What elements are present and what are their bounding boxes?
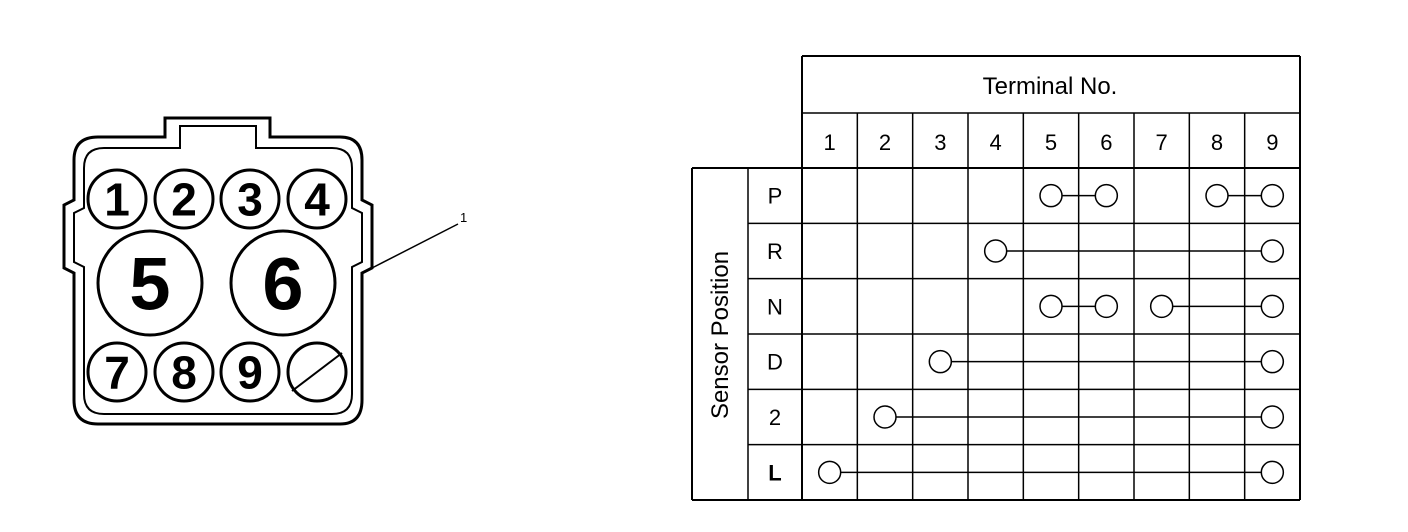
continuity-row (817, 460, 1285, 485)
pin-number: 4 (304, 174, 330, 226)
pin-number: 6 (262, 243, 303, 326)
sensor-position-label: Sensor Position (707, 251, 734, 419)
pin-circle (86, 168, 148, 230)
continuity-circle (1260, 405, 1285, 429)
pin-blank (286, 341, 348, 403)
continuity-row (1039, 294, 1285, 319)
pin-number: 2 (171, 174, 197, 226)
pin-circle (153, 341, 215, 403)
pin-5: 5 (96, 229, 204, 337)
continuity-marks (817, 183, 1285, 485)
pin-circle (96, 229, 204, 337)
terminal-number: 9 (1266, 130, 1278, 155)
continuity-circle (873, 405, 897, 429)
position-label: D (767, 350, 783, 375)
pin-7: 7 (86, 341, 148, 403)
terminal-number: 6 (1100, 130, 1112, 155)
pin-number: 8 (171, 347, 197, 399)
pin-number: 9 (237, 347, 263, 399)
position-label: P (768, 184, 783, 209)
pin-circle (86, 341, 148, 403)
pin-circle (286, 168, 348, 230)
terminal-number-labels: 1 2 3 4 5 6 7 8 9 (824, 130, 1279, 155)
pin-9: 9 (219, 341, 281, 403)
continuity-circle (1260, 239, 1285, 263)
continuity-circle (1260, 460, 1285, 485)
terminal-number: 5 (1045, 130, 1057, 155)
pin-3: 3 (219, 168, 281, 230)
callout-number: 1 (460, 210, 467, 225)
terminal-number: 1 (824, 130, 836, 155)
terminal-number: 8 (1211, 130, 1223, 155)
pin-2: 2 (153, 168, 215, 230)
blocked-slash (291, 352, 343, 392)
continuity-row (983, 239, 1285, 263)
continuity-circle (983, 239, 1008, 263)
continuity-row (873, 405, 1285, 429)
continuity-circle (1039, 294, 1063, 319)
pin-number: 3 (237, 174, 263, 226)
pin-6: 6 (229, 229, 337, 337)
continuity-circle (928, 349, 953, 374)
position-label: N (767, 294, 783, 319)
terminal-number: 3 (934, 130, 946, 155)
position-label: 2 (769, 405, 781, 430)
continuity-circle (1260, 349, 1285, 374)
continuity-circle (1094, 183, 1119, 208)
continuity-row (1039, 183, 1285, 208)
continuity-circle (1205, 183, 1229, 208)
continuity-circle (1260, 294, 1285, 319)
terminal-number: 4 (990, 130, 1002, 155)
pin-4: 4 (286, 168, 348, 230)
continuity-circle (1039, 183, 1063, 208)
pin-number: 5 (129, 243, 170, 326)
pin-8: 8 (153, 341, 215, 403)
terminal-number: 7 (1156, 130, 1168, 155)
pin-circle (219, 341, 281, 403)
pin-circle (153, 168, 215, 230)
table-grid (691, 55, 1301, 501)
pin-circle (219, 168, 281, 230)
terminal-header: Terminal No. (983, 73, 1118, 100)
connector-inner-outline (73, 125, 363, 415)
position-labels: P R N D 2L (767, 184, 783, 486)
pin-circle (229, 229, 337, 337)
continuity-circle (1260, 183, 1285, 208)
pin-number: 7 (104, 347, 130, 399)
continuity-row (928, 349, 1285, 374)
connector-outer-outline (62, 116, 374, 426)
position-label: L (768, 460, 781, 485)
continuity-circle (817, 460, 842, 485)
pin-number: 1 (104, 174, 130, 226)
continuity-circle (1094, 294, 1119, 319)
continuity-circle (1149, 294, 1174, 319)
terminal-number: 2 (879, 130, 891, 155)
callout-leader-line (371, 223, 459, 269)
pin-1: 1 (86, 168, 148, 230)
position-label: R (767, 239, 783, 264)
